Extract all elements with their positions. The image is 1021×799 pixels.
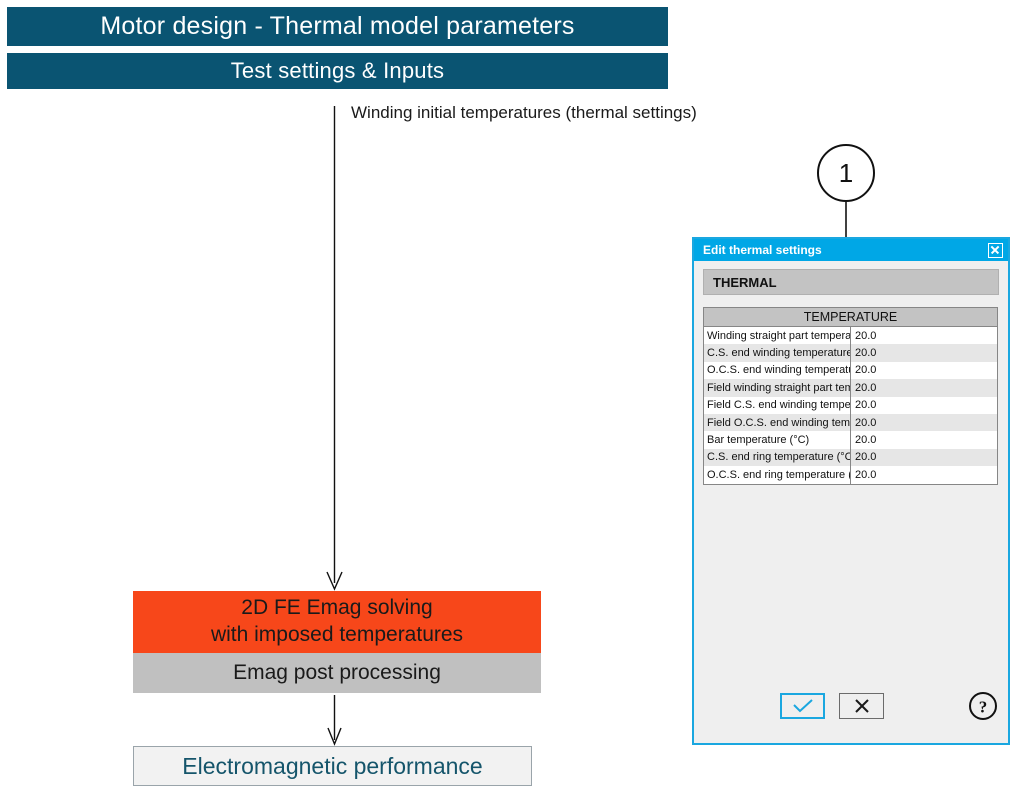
page-subtitle: Test settings & Inputs	[230, 58, 445, 83]
table-row: C.S. end ring temperature (°C)20.0	[703, 448, 998, 467]
annotation-label: Winding initial temperatures (thermal se…	[351, 103, 697, 122]
parameter-value[interactable]: 20.0	[850, 326, 998, 345]
result-box-electromagnetic-performance: Electromagnetic performance	[133, 746, 532, 786]
process-box-emag-postprocessing: Emag post processing	[133, 653, 541, 693]
parameter-value[interactable]: 20.0	[850, 448, 998, 467]
dialog-footer: ?	[694, 691, 1008, 721]
cross-icon	[854, 699, 869, 713]
table-header-row: TEMPERATURE	[703, 307, 998, 327]
parameter-value[interactable]: 20.0	[850, 431, 998, 449]
parameter-value[interactable]: 20.0	[850, 466, 998, 485]
table-row: Winding straight part temperature (°C)20…	[703, 326, 998, 345]
parameter-value[interactable]: 20.0	[850, 396, 998, 414]
parameter-label: O.C.S. end winding temperature (°C)	[703, 361, 851, 380]
callout-badge-1: 1	[817, 144, 875, 202]
dialog-titlebar[interactable]: Edit thermal settings	[694, 239, 1008, 261]
parameter-value[interactable]: 20.0	[850, 361, 998, 380]
page-subtitle-banner: Test settings & Inputs	[7, 53, 668, 89]
dialog-body: THERMAL TEMPERATURE Winding straight par…	[694, 261, 1008, 743]
emag-postprocessing-label: Emag post processing	[233, 661, 441, 684]
parameter-label: Field winding straight part temperature …	[703, 379, 851, 397]
emag-solving-line1: 2D FE Emag solving	[241, 596, 433, 620]
section-header-label: THERMAL	[713, 274, 777, 290]
parameter-label: Bar temperature (°C)	[703, 431, 851, 449]
emag-solving-line2: with imposed temperatures	[210, 623, 464, 646]
help-button[interactable]: ?	[968, 691, 998, 721]
table-row: O.C.S. end ring temperature (°C)20.0	[703, 466, 998, 485]
parameter-value[interactable]: 20.0	[850, 413, 998, 432]
table-row: O.C.S. end winding temperature (°C)20.0	[703, 361, 998, 380]
parameter-label: C.S. end winding temperature (°C)	[703, 344, 851, 362]
table-row: Field C.S. end winding temperature (°C)2…	[703, 396, 998, 414]
callout-number: 1	[838, 157, 854, 188]
cancel-button[interactable]	[839, 693, 884, 719]
parameter-label: O.C.S. end ring temperature (°C)	[703, 466, 851, 485]
section-header-thermal: THERMAL	[703, 269, 999, 295]
parameter-value[interactable]: 20.0	[850, 379, 998, 397]
parameter-label: C.S. end ring temperature (°C)	[703, 448, 851, 467]
checkmark-icon	[792, 699, 813, 713]
dialog-title: Edit thermal settings	[703, 243, 822, 257]
edit-thermal-settings-dialog: Edit thermal settings THERMAL TEMPERATUR…	[692, 237, 1010, 745]
svg-text:?: ?	[979, 698, 988, 717]
parameter-label: Winding straight part temperature (°C)	[703, 326, 851, 345]
question-mark-icon: ?	[969, 692, 997, 720]
table-row: C.S. end winding temperature (°C)20.0	[703, 344, 998, 362]
parameter-value[interactable]: 20.0	[850, 344, 998, 362]
page-title-banner: Motor design - Thermal model parameters	[7, 7, 668, 46]
page-title: Motor design - Thermal model parameters	[100, 12, 575, 40]
table-row: Field winding straight part temperature …	[703, 379, 998, 397]
arrowhead-to-solving	[326, 571, 343, 591]
close-icon[interactable]	[988, 242, 1003, 258]
arrowhead-to-result	[327, 727, 342, 746]
table-row: Field O.C.S. end winding temperature (°C…	[703, 413, 998, 432]
parameter-label: Field C.S. end winding temperature (°C)	[703, 396, 851, 414]
table-row: Bar temperature (°C)20.0	[703, 431, 998, 449]
result-label: Electromagnetic performance	[182, 752, 483, 779]
table-column-header: TEMPERATURE	[703, 307, 998, 327]
parameter-label: Field O.C.S. end winding temperature (°C…	[703, 413, 851, 432]
process-box-emag-solving: 2D FE Emag solving with imposed temperat…	[133, 591, 541, 653]
ok-button[interactable]	[780, 693, 825, 719]
temperature-parameter-table: TEMPERATURE Winding straight part temper…	[703, 307, 998, 485]
